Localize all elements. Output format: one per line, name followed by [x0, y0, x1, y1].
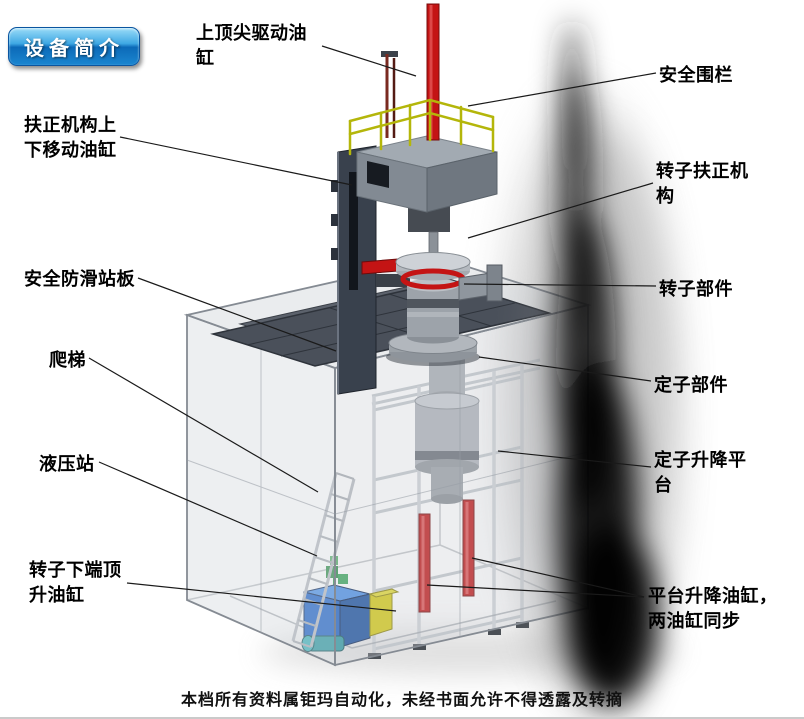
label-centering-lift-cylinder: 扶正机构上 下移动油缸 [24, 115, 117, 161]
platform-lift-cylinders-graphic [418, 499, 475, 613]
label-stator-lift-platform: 定子升降平 台 [654, 450, 747, 496]
label-rotor-centering-mechanism: 转子扶正机 构 [656, 161, 749, 207]
footer-copyright: 本档所有资料属钜玛自动化，未经书面允许不得透露及转摘 [180, 690, 623, 709]
label-rotor-component: 转子部件 [659, 279, 733, 300]
label-top-drive-cylinder: 上顶尖驱动油 缸 [196, 23, 307, 69]
head-box [356, 135, 498, 213]
safety-fence-graphic [348, 98, 495, 156]
label-rotor-bottom-jack-cylinder: 转子下端顶 升油缸 [29, 560, 122, 606]
title-badge: 设备简介 [8, 27, 140, 66]
label-ladder: 爬梯 [49, 350, 86, 371]
label-antislip-platform: 安全防滑站板 [24, 269, 135, 290]
label-hydraulic-station: 液压站 [39, 454, 95, 475]
title-badge-text: 设备简介 [24, 36, 124, 60]
label-safety-fence: 安全围栏 [659, 65, 733, 86]
label-platform-lift-cylinders: 平台升降油缸， 两油缸同步 [648, 586, 778, 632]
rotor-assembly [386, 231, 503, 366]
hydraulic-station-graphic [301, 556, 400, 652]
label-stator-component: 定子部件 [654, 375, 728, 396]
bottom-edge-line [0, 717, 804, 719]
ladder-graphic [291, 472, 356, 648]
leader-lines [88, 45, 657, 612]
